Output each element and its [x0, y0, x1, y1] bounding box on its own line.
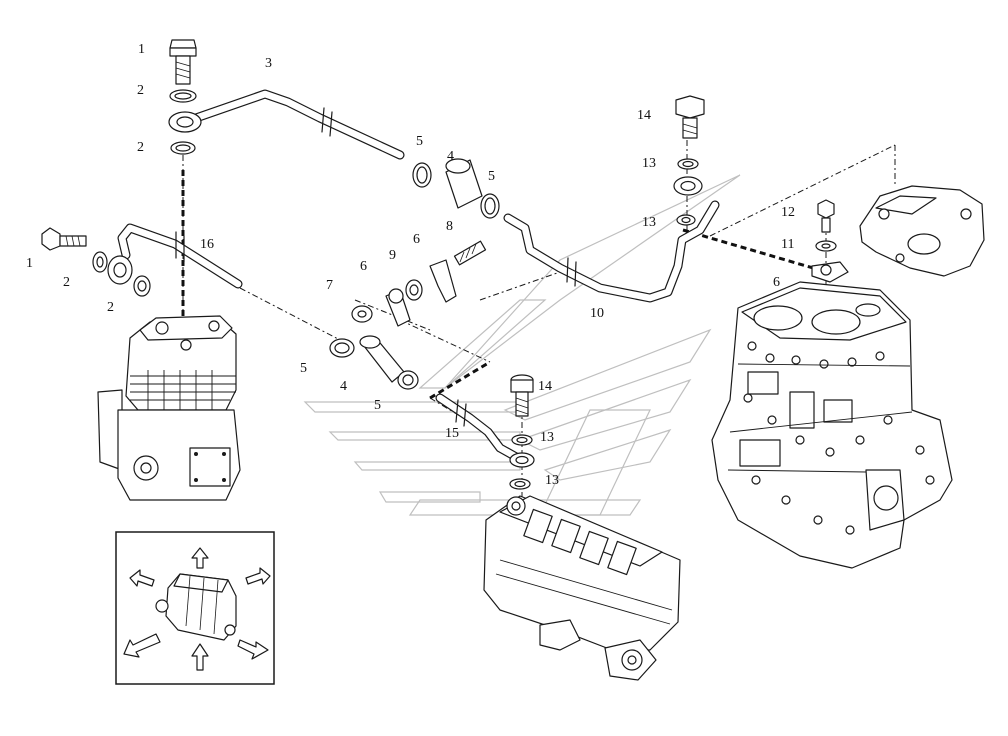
callout-3: 3 — [265, 56, 272, 71]
banjo-bolt-14-lower — [510, 374, 534, 417]
banjo-fitting-right — [673, 176, 703, 196]
pipe-3 — [191, 89, 405, 160]
air-compressor — [97, 315, 241, 501]
engine-block-bores — [753, 303, 881, 335]
callout-5: 5 — [300, 361, 307, 376]
callout-13: 13 — [545, 473, 559, 488]
view-arrow-right-icon — [245, 567, 271, 585]
callout-13: 13 — [540, 430, 554, 445]
compressor-cooling-fins — [130, 370, 236, 410]
callout-labels: 1 2 2 3 1 2 2 16 5 4 5 8 6 9 6 7 5 4 5 1… — [26, 42, 795, 488]
watermark-logo — [303, 174, 741, 516]
callout-14: 14 — [637, 108, 651, 123]
bracket-9 — [405, 279, 423, 301]
callout-8: 8 — [446, 219, 453, 234]
hose-clamp-5-lower-left — [329, 338, 355, 358]
washer-2-left-b — [133, 275, 151, 297]
inset-view-panel — [115, 531, 275, 685]
callout-5: 5 — [374, 398, 381, 413]
banjo-fitting-lower — [509, 452, 535, 468]
banjo-fitting-left — [107, 255, 133, 285]
callout-2: 2 — [63, 275, 70, 290]
callout-13: 13 — [642, 215, 656, 230]
callout-13: 13 — [642, 156, 656, 171]
bolt-12 — [817, 199, 835, 233]
washer-2-top-lower — [170, 141, 196, 155]
bolt-8 — [453, 240, 487, 266]
banjo-fitting-6-right — [811, 261, 849, 283]
view-arrow-lower-right-icon — [237, 639, 269, 660]
washer-2-top-upper — [169, 89, 197, 103]
callout-6: 6 — [413, 232, 420, 247]
washer-13-upper-b — [676, 214, 696, 226]
callout-4: 4 — [340, 379, 347, 394]
nut-7 — [351, 305, 373, 323]
view-arrow-top-icon — [191, 547, 209, 569]
callout-2: 2 — [137, 83, 144, 98]
washer-2-left-a — [92, 251, 108, 273]
callout-5: 5 — [488, 169, 495, 184]
banjo-bolt-1-left — [41, 227, 87, 251]
callout-15: 15 — [445, 426, 459, 441]
callout-7: 7 — [326, 278, 333, 293]
hose-clamp-5-upper-right — [480, 193, 500, 219]
hose-4-lower — [359, 335, 405, 383]
hose-4-upper — [445, 158, 483, 209]
clamp-6-lower — [385, 288, 411, 327]
pipe-10 — [503, 200, 720, 303]
cylinder-head-ports — [523, 508, 637, 576]
callout-5: 5 — [416, 134, 423, 149]
callout-6: 6 — [360, 259, 367, 274]
cylinder-head — [483, 495, 681, 681]
washer-13-upper-a — [677, 158, 699, 170]
callout-6: 6 — [773, 275, 780, 290]
callout-16: 16 — [200, 237, 214, 252]
engine-block — [711, 281, 953, 569]
view-arrow-bottom-icon — [191, 643, 209, 671]
pipe-15 — [435, 393, 523, 463]
callout-10: 10 — [590, 306, 604, 321]
callout-2: 2 — [137, 140, 144, 155]
callout-14: 14 — [538, 379, 552, 394]
hose-clamp-5-lower-right — [397, 370, 419, 390]
washer-13-lower-a — [511, 434, 533, 446]
bold-dashed-guides — [181, 170, 821, 400]
callout-1: 1 — [26, 256, 33, 271]
manifold — [859, 185, 985, 277]
callout-9: 9 — [389, 248, 396, 263]
view-arrow-lower-left-icon — [123, 633, 161, 658]
banjo-bolt-14-upper — [675, 95, 705, 139]
banjo-fitting-top — [168, 111, 202, 133]
callout-4: 4 — [447, 149, 454, 164]
pipe-16 — [117, 223, 243, 289]
callout-1: 1 — [138, 42, 145, 57]
washer-13-lower-b — [509, 478, 531, 490]
clamp-6-upper — [429, 259, 457, 303]
banjo-bolt-1-top — [169, 39, 197, 85]
callout-11: 11 — [781, 237, 794, 252]
engine-block-bolt-holes — [743, 341, 935, 535]
callout-12: 12 — [781, 205, 795, 220]
hose-clamp-5-upper-left — [412, 162, 432, 188]
washer-11 — [815, 240, 837, 252]
callout-2: 2 — [107, 300, 114, 315]
view-arrow-left-icon — [129, 569, 155, 587]
